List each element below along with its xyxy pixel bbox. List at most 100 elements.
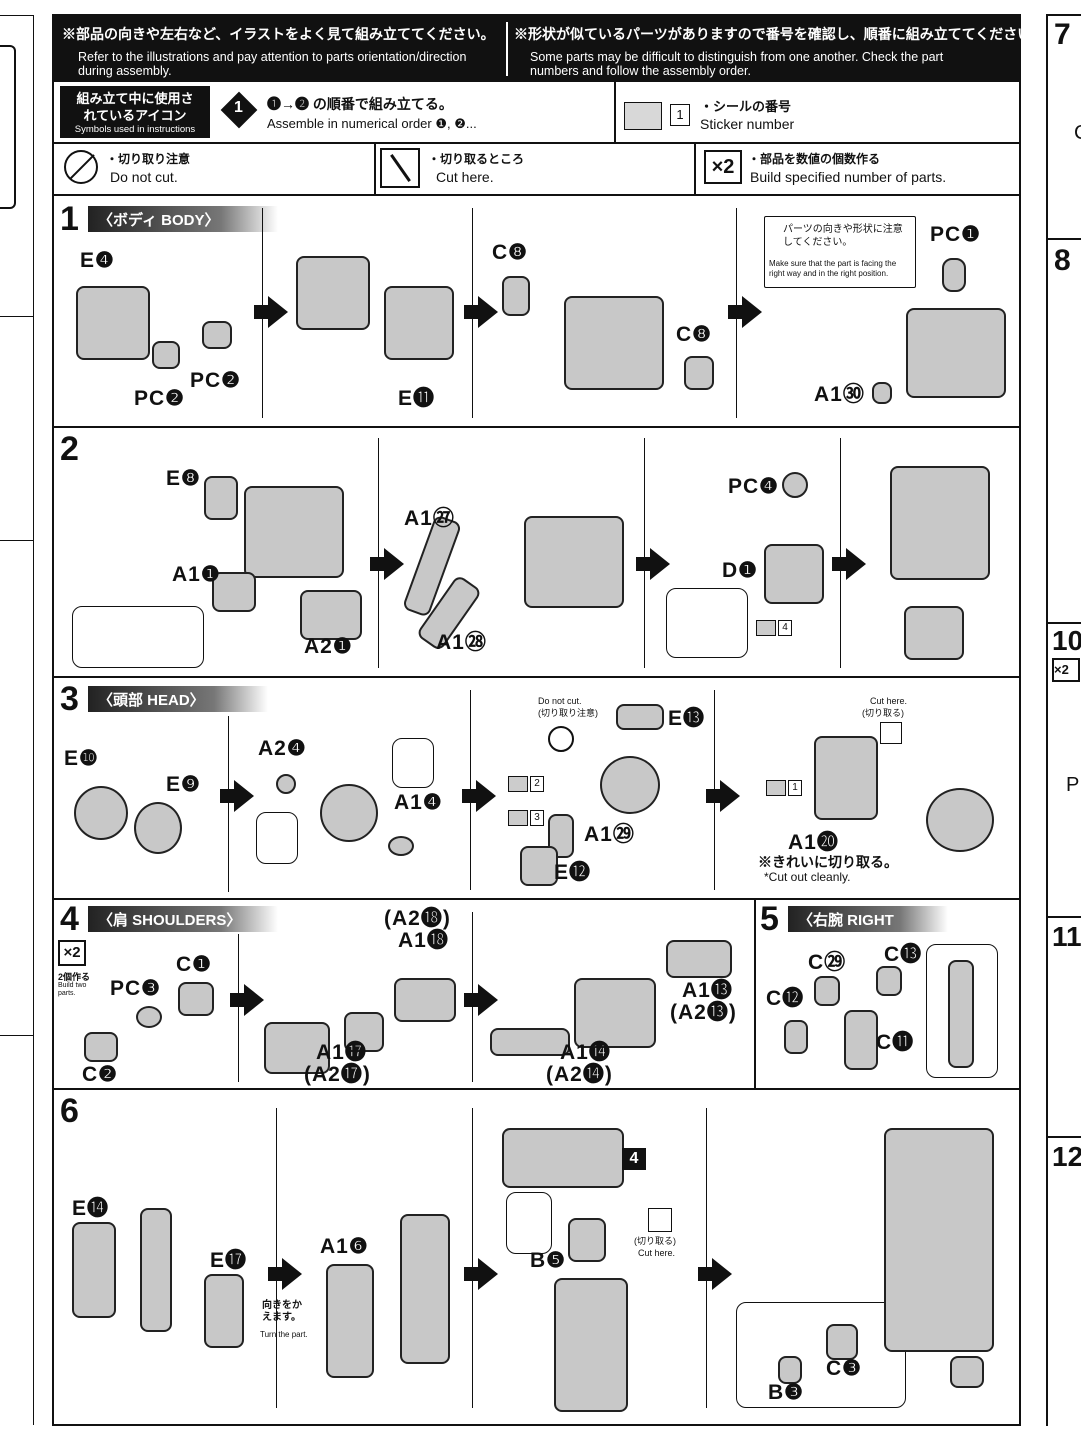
arm-detail-part	[948, 960, 974, 1068]
label-c13: C⓭	[884, 943, 923, 966]
step-1-panel: 1 〈ボディ BODY〉 パーツの向きや形状に注意してください。 Make su…	[54, 196, 1019, 428]
shoulder-part-c2	[84, 1032, 118, 1062]
do-not-cut-en-s3: Do not cut.	[538, 696, 582, 706]
arm-assembly-2	[554, 1278, 628, 1412]
label-a1-30: A1㉚	[814, 383, 865, 406]
sticker-number-s3-c: 1	[788, 780, 802, 796]
arm-part-c3	[826, 1324, 858, 1360]
label-e4: E❹	[80, 249, 115, 272]
shoulder-part-a1-18	[394, 978, 456, 1022]
turn-part-en: Turn the part.	[260, 1330, 308, 1339]
part-a1-1	[212, 572, 256, 612]
shoulder-assembly	[574, 978, 656, 1048]
cut-here-en: Cut here.	[436, 169, 494, 185]
label-c2: C❷	[82, 1063, 118, 1086]
arm-c3-attached	[950, 1356, 984, 1388]
label-a1-6: A1❻	[320, 1235, 369, 1258]
cut-here-en-s3: Cut here.	[870, 696, 908, 706]
step-4-badge-en: Build two parts.	[58, 982, 87, 997]
step-4-panel: 4 〈肩 SHOULDERS〉 ×2 2個作る Build two parts.…	[54, 898, 756, 1090]
step-2-d1-callout	[666, 588, 748, 658]
part-pc4	[782, 472, 808, 498]
do-not-cut-jp-s3: (切り取り注意)	[538, 708, 598, 718]
caution-right-en: Some parts may be difficult to distingui…	[530, 50, 944, 78]
right-step-10: 10	[1052, 625, 1081, 656]
label-c3: C❸	[826, 1357, 862, 1380]
head-part-a1-4	[388, 836, 414, 856]
part-a2-1	[300, 590, 362, 640]
label-a1-28: A1㉘	[436, 631, 487, 654]
step-1-title: 〈ボディ BODY〉	[88, 206, 278, 232]
step-6-arrow-3	[698, 1258, 732, 1290]
step-3-arrow-2	[462, 780, 496, 812]
arm-part-c11	[844, 1010, 878, 1070]
label-a2-4: A2❹	[258, 737, 307, 760]
step-1-arrow-2	[464, 296, 498, 328]
head-assembly-3	[926, 788, 994, 852]
sticker-jp: ・シールの番号	[700, 99, 792, 114]
arm-assembly-final	[884, 1128, 994, 1352]
step-2-number: 2	[60, 430, 79, 468]
arm-part-c12	[784, 1020, 808, 1054]
order-jp: ❶→❷ の順番で組み立てる。	[267, 96, 453, 112]
step-2-arrow-2	[636, 548, 670, 580]
head-part-a2-4	[276, 774, 296, 794]
right-step-11: 11	[1052, 921, 1081, 952]
sticker-number-s3-a: 2	[530, 776, 544, 792]
caution-right-jp: ※形状が似ているパーツがありますので番号を確認し、順番に組み立ててください。	[514, 26, 1046, 42]
body-assembly-5	[524, 516, 624, 608]
legend-row-1: 組み立て中に使用されているアイコン Symbols used in instru…	[54, 82, 1019, 144]
label-a1-13: A1⓭	[682, 979, 733, 1002]
label-c8-b: C❽	[676, 323, 712, 346]
shoulder-part-c1	[178, 982, 214, 1016]
label-pc2-a: PC❷	[190, 369, 241, 392]
body-part-e4	[76, 286, 150, 360]
step-5-title: 〈右腕 RIGHT ARM〉	[788, 906, 948, 950]
body-assembly-1	[296, 256, 370, 330]
step-5-panel: 5 〈右腕 RIGHT ARM〉 C㉙ C⓭ C⓬ C⓫	[754, 898, 1019, 1090]
sticker-icon-s3-c	[766, 780, 786, 796]
body-assembly-6	[890, 466, 990, 580]
caution-left-jp: ※部品の向きや左右など、イラストをよく見て組み立ててください。	[62, 26, 495, 42]
cut-here-jp: ・切り取るところ	[428, 152, 525, 166]
body-part-c8b	[684, 356, 714, 390]
step-4-title: 〈肩 SHOULDERS〉	[88, 906, 278, 932]
sticker-number-s2: 4	[778, 620, 792, 636]
step-6-sticker-number: 4	[622, 1148, 646, 1170]
step-3-arrow-3	[706, 780, 740, 812]
step-4-arrow-1	[230, 984, 264, 1016]
c3-b3-callout	[736, 1302, 906, 1408]
right-label-c: C	[1074, 122, 1081, 145]
step-1-arrow-1	[254, 296, 288, 328]
right-badge: ×2	[1052, 658, 1080, 682]
do-not-cut-en: Do not cut.	[110, 169, 178, 185]
body-assembly-2	[564, 296, 664, 390]
label-e11: E⓫	[398, 387, 436, 410]
label-d1: D❶	[722, 559, 758, 582]
step-4-arrow-2	[464, 984, 498, 1016]
label-a2-13: (A2⓭)	[670, 1001, 737, 1024]
do-not-cut-jp: ・切り取り注意	[106, 152, 191, 166]
label-a1-20: A1⓴	[788, 831, 839, 854]
label-b5: B❺	[530, 1249, 566, 1272]
step-5-number: 5	[760, 900, 779, 938]
step-6-panel: 6 向きをかえます。 Turn the part. 4 (切り取る) Cut h…	[54, 1088, 1019, 1424]
a1-4-callout	[392, 738, 434, 788]
head-part-e9	[134, 802, 182, 854]
step-4-build-two-badge: ×2	[58, 940, 86, 966]
assembly-d1-done	[904, 606, 964, 660]
part-d1	[764, 544, 824, 604]
step-6-arrow-1	[268, 1258, 302, 1290]
arm-part-b5	[568, 1218, 606, 1262]
label-c11: C⓫	[876, 1031, 915, 1054]
step-3-panel: 3 〈頭部 HEAD〉 Do not cut. (切り取り注意) 2 3 Cut…	[54, 676, 1019, 900]
body-part-pc2	[202, 321, 232, 349]
label-a2-1: A2❶	[304, 635, 353, 658]
legend-icons-title: 組み立て中に使用されているアイコン Symbols used in instru…	[60, 86, 210, 138]
label-c12: C⓬	[766, 987, 805, 1010]
multiply-en: Build specified number of parts.	[750, 169, 947, 185]
legend-row-2: ・切り取り注意 Do not cut. ・切り取るところ Cut here. ×…	[54, 142, 1019, 196]
sticker-icon-s2	[756, 620, 776, 636]
shoulder-part-pc3	[136, 1006, 162, 1028]
cut-here-icon	[380, 148, 420, 188]
